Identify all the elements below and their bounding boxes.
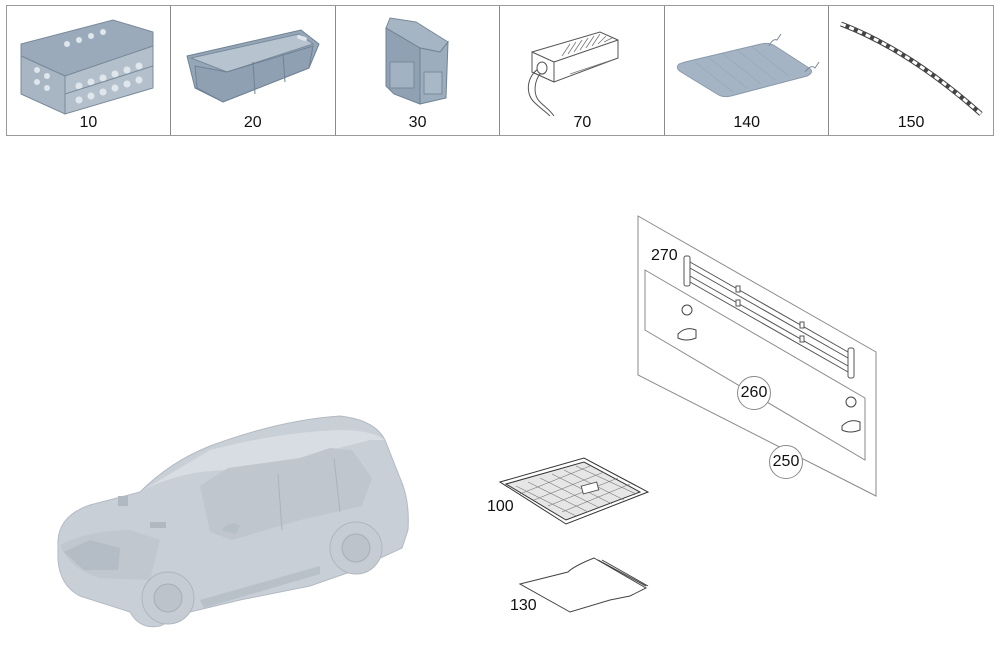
part-number-label: 30: [408, 114, 427, 131]
part-260-outline: [644, 269, 866, 461]
part-number-label: 20: [243, 114, 262, 131]
part-number-label: 140: [733, 114, 761, 131]
callout-250[interactable]: 250: [769, 445, 803, 479]
fastener-icons: [677, 304, 861, 433]
reflector-strip-icon: [840, 21, 983, 116]
part-cell-20[interactable]: 20: [171, 6, 336, 135]
storage-box-icon: [385, 17, 449, 105]
cooler-adapter-icon: [528, 31, 619, 116]
part-number-label: 70: [573, 114, 592, 131]
part-number-label: 10: [79, 114, 98, 131]
floor-plate-assembly: [637, 215, 877, 497]
heated-mat-icon: [677, 33, 820, 98]
part-cell-70[interactable]: 70: [500, 6, 666, 135]
vehicle-illustration: [57, 415, 409, 628]
callout-130[interactable]: 130: [510, 597, 537, 614]
callout-270[interactable]: 270: [651, 247, 678, 264]
cargo-mat-130: [518, 557, 649, 613]
part-cell-10[interactable]: 10: [7, 6, 171, 135]
rail-assembly-270: [683, 255, 855, 379]
folding-crate-icon: [20, 19, 154, 115]
part-cell-140[interactable]: 140: [665, 6, 830, 135]
cargo-tray-100: [498, 457, 650, 525]
part-cell-150[interactable]: 150: [829, 6, 993, 135]
callout-100[interactable]: 100: [487, 498, 514, 515]
parts-table: 10 20 30: [6, 5, 994, 136]
storage-tray-icon: [186, 29, 320, 103]
part-cell-30[interactable]: 30: [336, 6, 501, 135]
part-number-label: 150: [897, 114, 925, 131]
part-250-outline: [637, 215, 877, 497]
callout-260[interactable]: 260: [737, 376, 771, 410]
